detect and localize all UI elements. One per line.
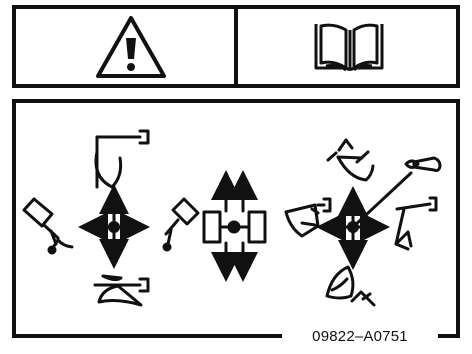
control-panel-frame	[14, 101, 458, 336]
travel-lever-pattern-icon	[204, 176, 265, 276]
left-joystick-right-bucket-icon	[164, 199, 198, 250]
right-joystick-pattern-icon	[286, 140, 440, 305]
control-panel	[14, 101, 458, 336]
operator-manual-book-icon	[316, 24, 382, 70]
right-joystick-right-arm-icon	[396, 198, 436, 249]
right-joystick-horn-icon	[406, 158, 440, 171]
left-joystick-left-bucket-icon	[24, 199, 72, 253]
right-joystick-upper-boom-icon	[328, 140, 373, 180]
right-joystick-left-bucket-icon	[286, 199, 330, 236]
left-joystick-upper-arm-icon	[96, 131, 148, 187]
warning-triangle-icon	[98, 18, 164, 76]
left-joystick-pattern-icon	[24, 131, 198, 305]
right-joystick-lower-bucket-icon	[327, 267, 374, 305]
top-panel	[14, 7, 458, 86]
decal-code-label: 09822–A0751	[282, 327, 438, 347]
left-joystick-lower-arm-icon	[95, 276, 148, 305]
